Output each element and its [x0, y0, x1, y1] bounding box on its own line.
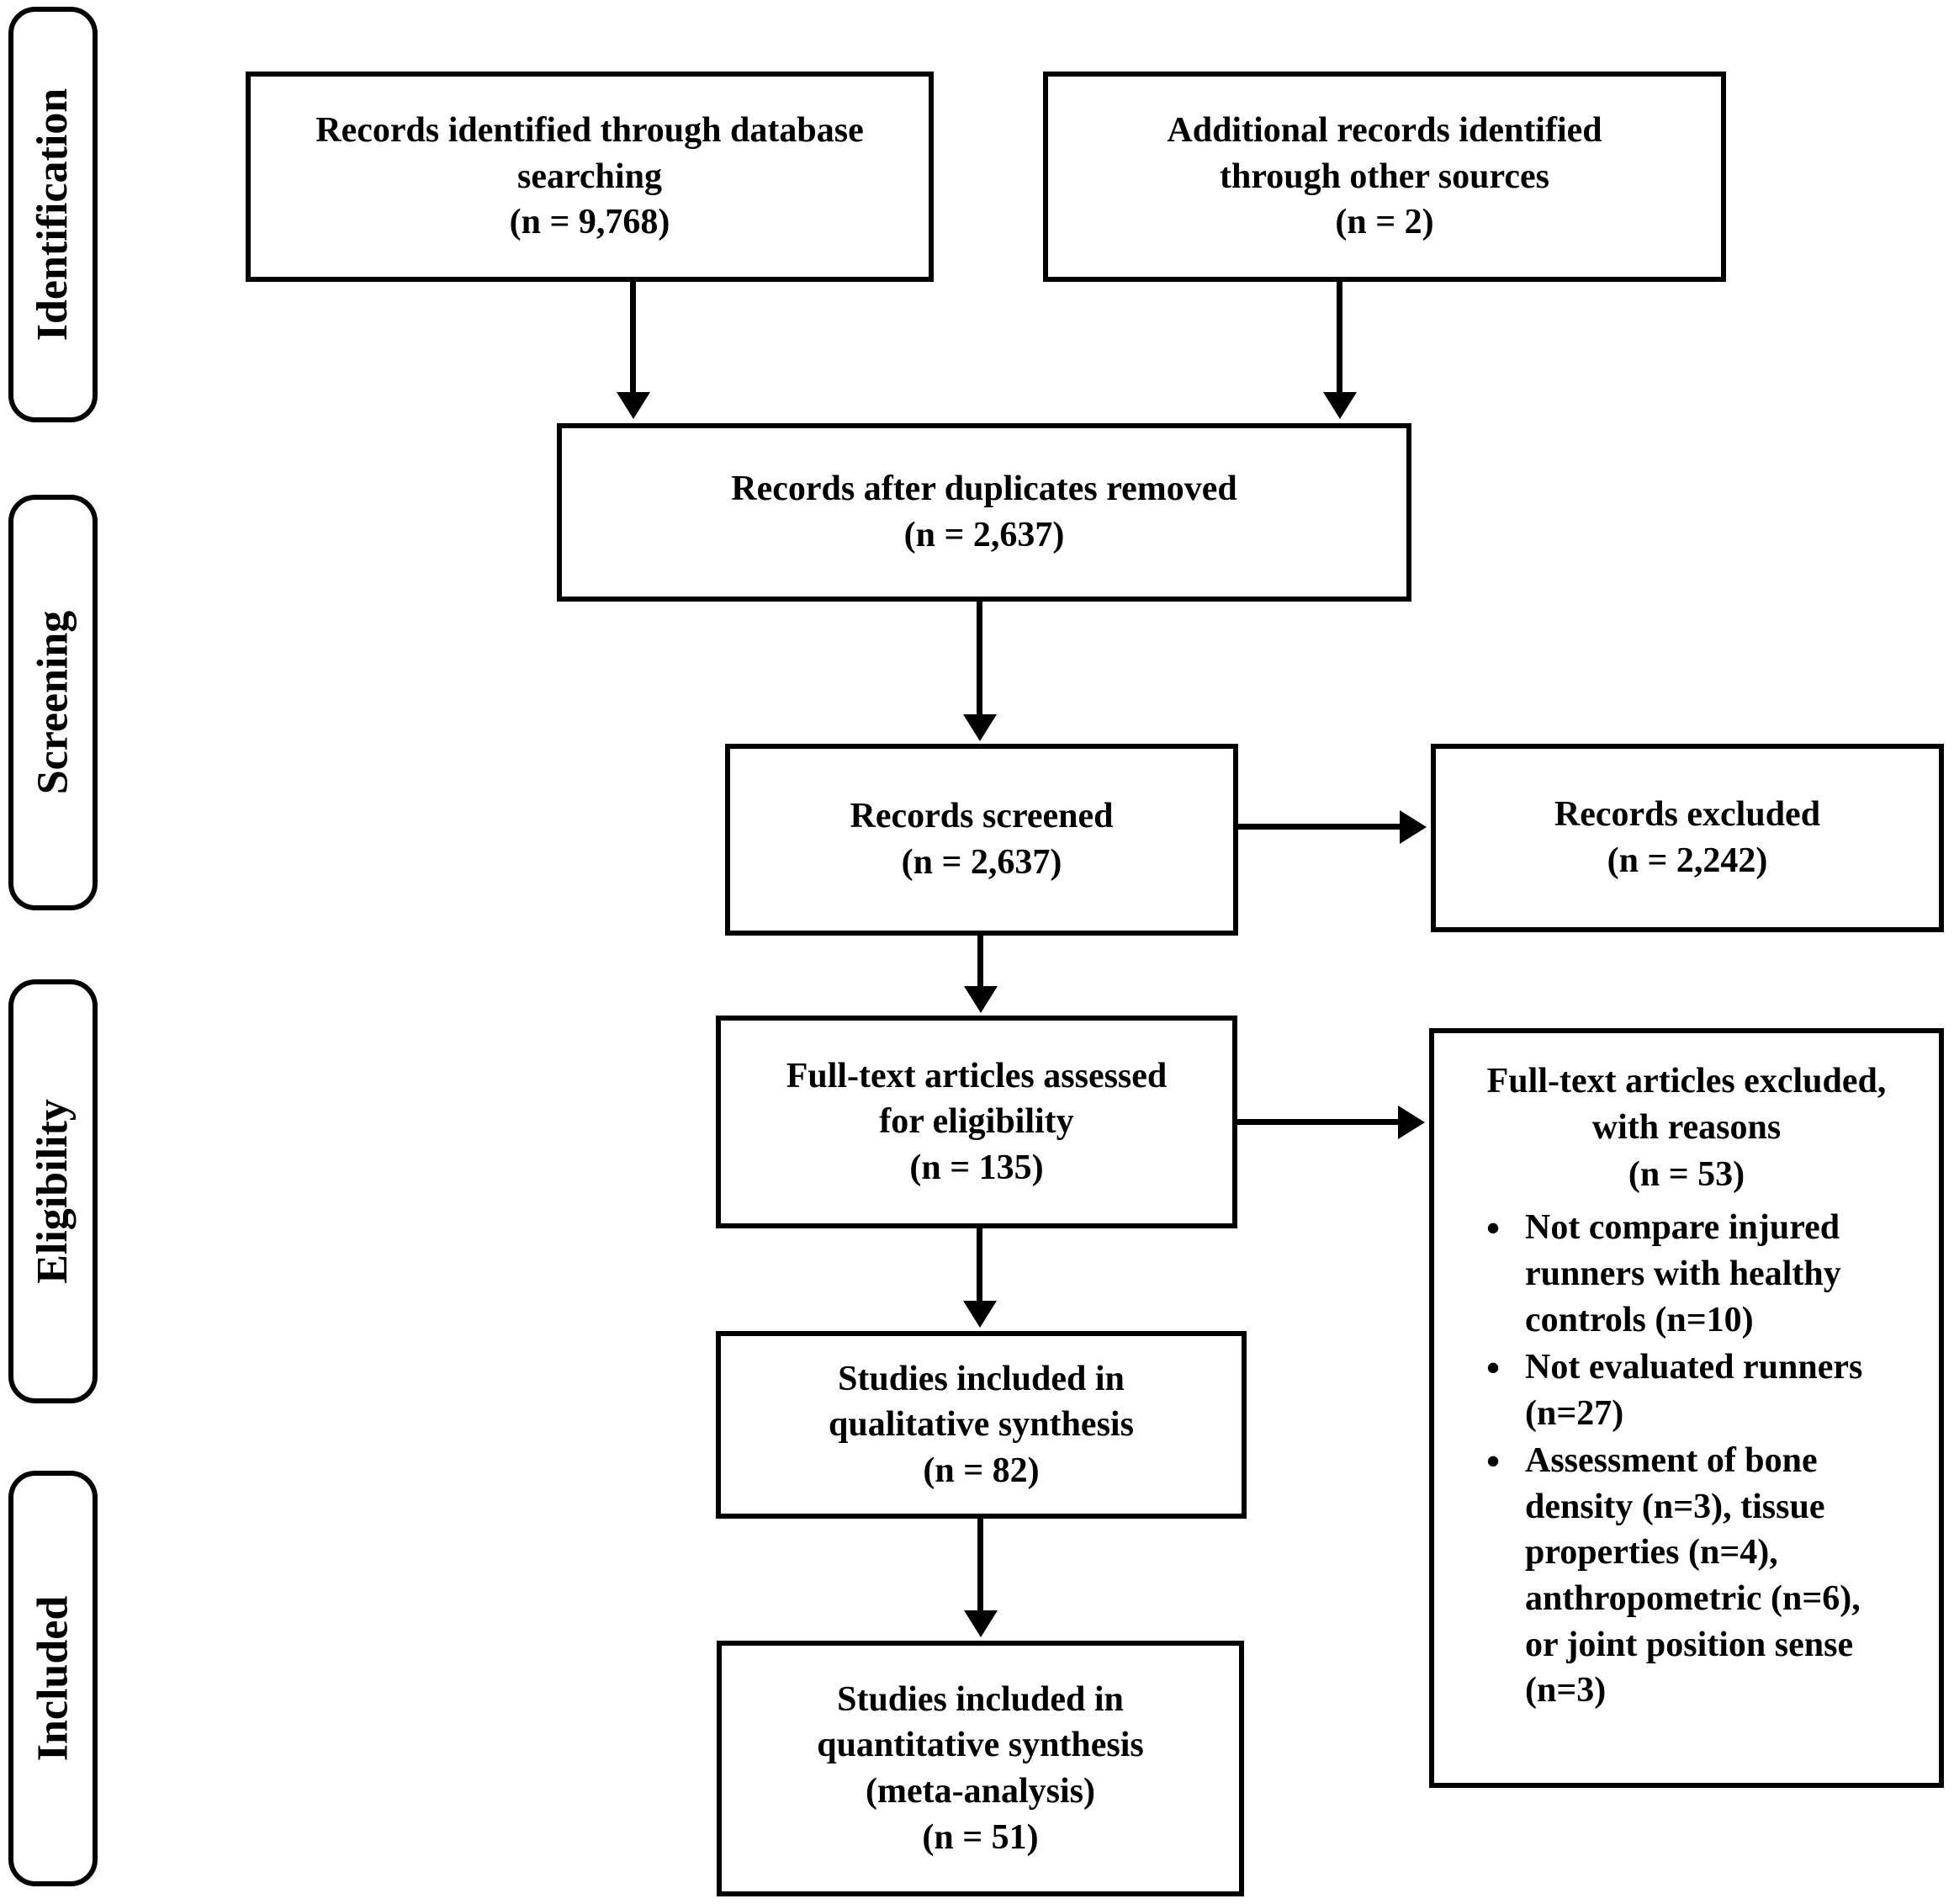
box-quantitative-synthesis-text: Studies included in quantitative synthes…: [817, 1679, 1144, 1857]
exclusion-reason-item: Not evaluated runners (n=27): [1481, 1343, 1902, 1436]
stage-screening-label: Screening: [29, 610, 77, 795]
arrow-line: [1337, 282, 1342, 393]
arrow-head-icon: [964, 986, 998, 1013]
exclusion-reasons-list: Not compare injured runners with healthy…: [1446, 1203, 1927, 1714]
arrow-head-icon: [1398, 1106, 1425, 1139]
box-records-after-duplicates: Records after duplicates removed (n = 2,…: [557, 423, 1411, 602]
arrow-line: [977, 1519, 983, 1613]
stage-eligibility: Eligibility: [8, 979, 98, 1403]
box-additional-records-text: Additional records identified through ot…: [1167, 111, 1602, 242]
box-records-excluded-text: Records excluded (n = 2,242): [1554, 795, 1821, 880]
stage-included: Included: [8, 1471, 98, 1886]
stage-eligibility-label: Eligibility: [29, 1099, 77, 1284]
arrow-head-icon: [963, 1301, 997, 1328]
box-records-screened-text: Records screened (n = 2,637): [850, 797, 1114, 882]
box-records-identified-text: Records identified through database sear…: [315, 111, 864, 242]
box-records-identified: Records identified through database sear…: [246, 72, 934, 282]
arrow-head-icon: [617, 392, 650, 419]
stage-screening: Screening: [8, 495, 98, 910]
stage-identification: Identification: [8, 7, 98, 422]
box-fulltext-excluded-header: Full-text articles excluded, with reason…: [1486, 1062, 1887, 1194]
exclusion-reason-item: Assessment of bone density (n=3), tissue…: [1481, 1436, 1902, 1714]
arrow-head-icon: [964, 1610, 998, 1637]
arrow-head-icon: [963, 714, 997, 741]
arrow-line: [977, 936, 983, 988]
arrow-line: [977, 1228, 982, 1302]
box-qualitative-synthesis-text: Studies included in qualitative synthesi…: [829, 1359, 1134, 1490]
box-records-excluded: Records excluded (n = 2,242): [1431, 744, 1944, 932]
stage-included-label: Included: [29, 1595, 77, 1762]
exclusion-reason-item: Not compare injured runners with healthy…: [1481, 1203, 1902, 1343]
arrow-line: [977, 602, 982, 716]
arrow-line: [1238, 824, 1403, 830]
arrow-head-icon: [1323, 392, 1357, 419]
box-fulltext-excluded: Full-text articles excluded, with reason…: [1429, 1028, 1944, 1788]
arrow-head-icon: [1400, 810, 1427, 844]
box-quantitative-synthesis: Studies included in quantitative synthes…: [717, 1641, 1244, 1896]
arrow-line: [1236, 1119, 1401, 1125]
box-fulltext-assessed: Full-text articles assessed for eligibil…: [716, 1016, 1237, 1228]
box-fulltext-assessed-text: Full-text articles assessed for eligibil…: [786, 1056, 1168, 1187]
stage-identification-label: Identification: [29, 88, 77, 342]
box-records-after-duplicates-text: Records after duplicates removed (n = 2,…: [731, 469, 1237, 554]
arrow-line: [630, 282, 636, 393]
box-records-screened: Records screened (n = 2,637): [725, 744, 1238, 936]
box-additional-records: Additional records identified through ot…: [1043, 72, 1726, 282]
box-qualitative-synthesis: Studies included in qualitative synthesi…: [716, 1331, 1247, 1519]
